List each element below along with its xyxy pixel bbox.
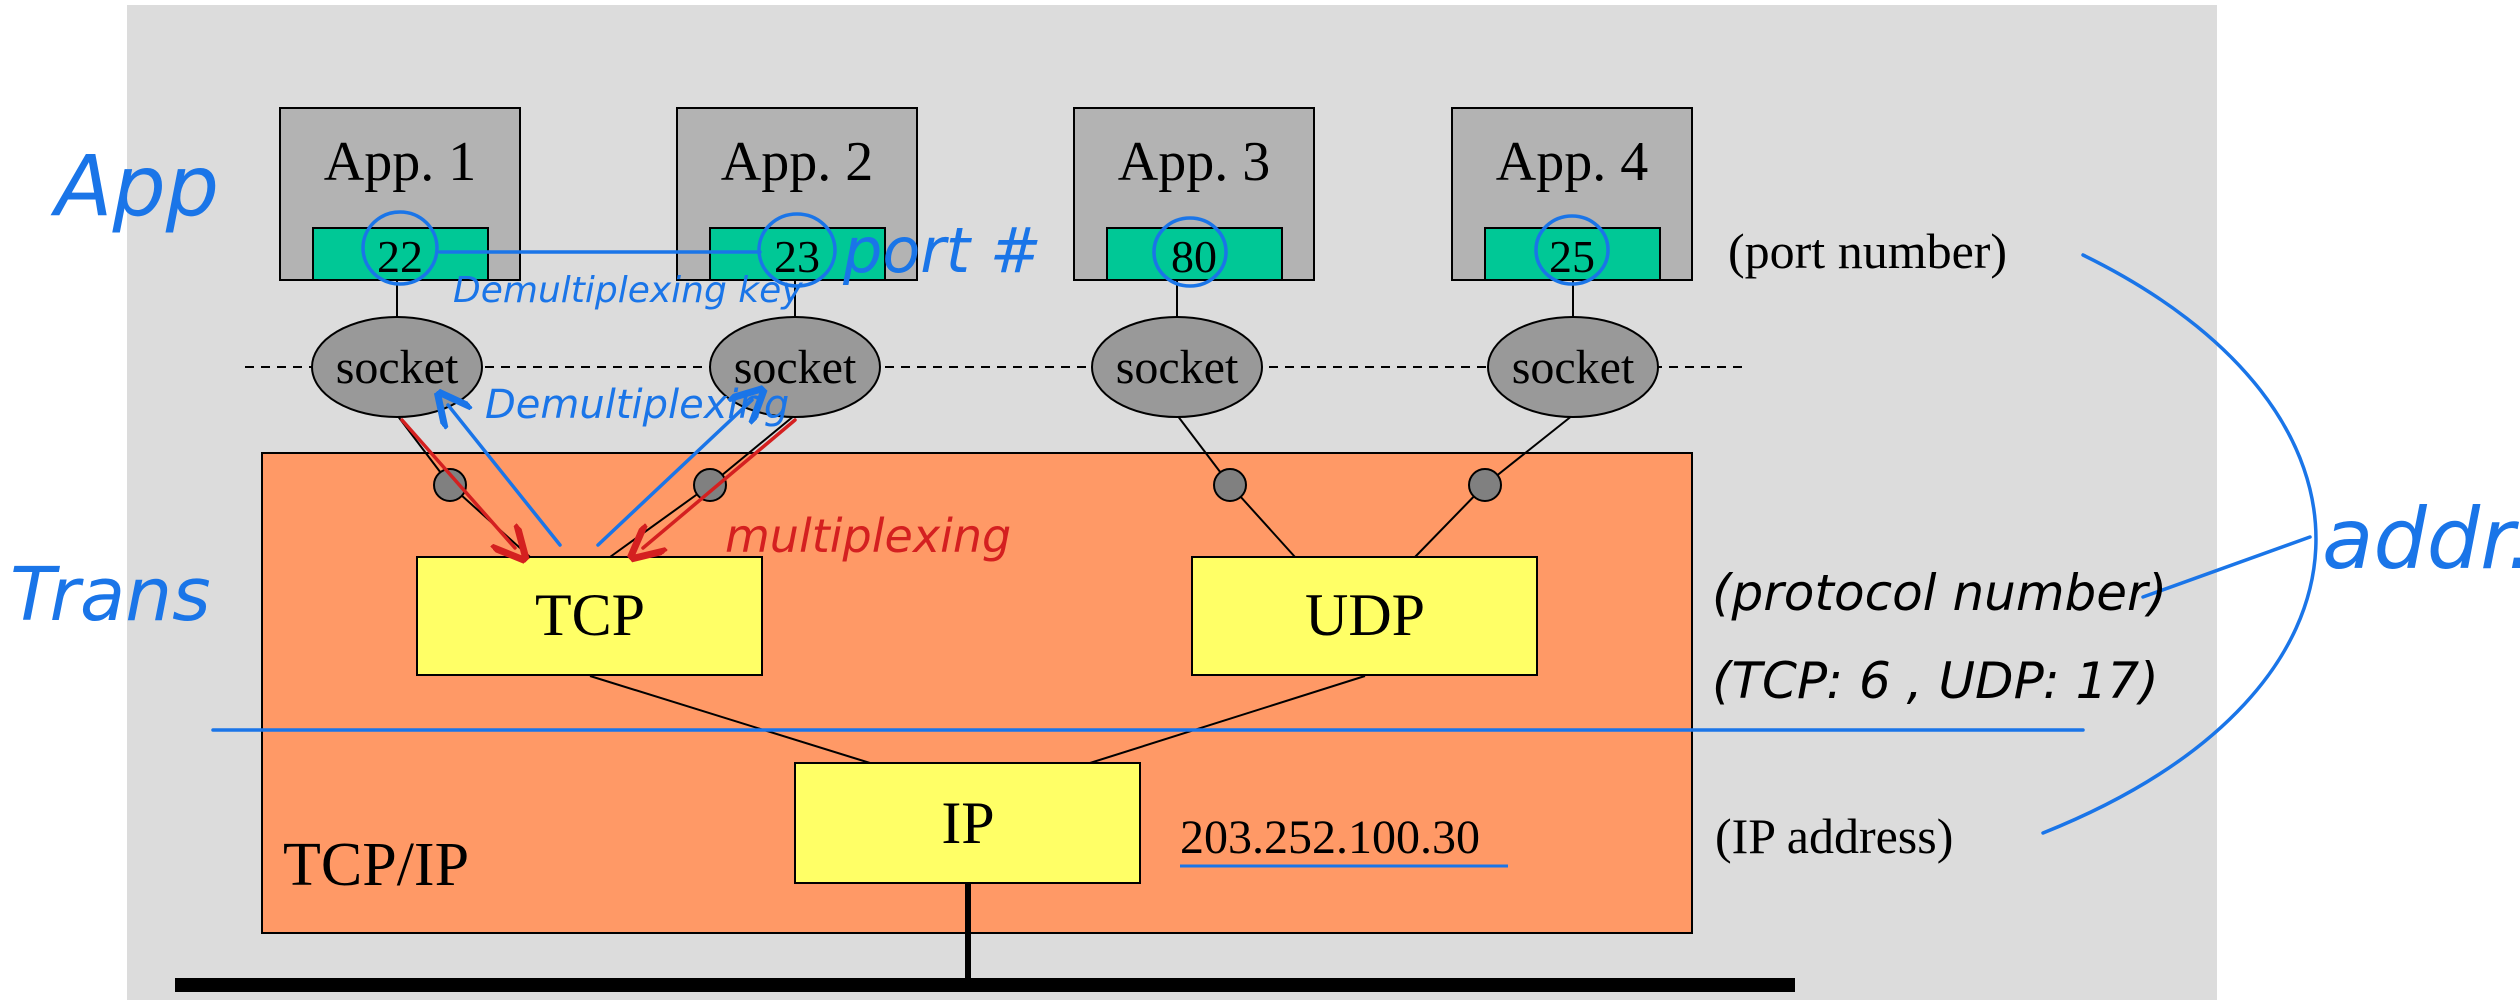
port-box-2 [709, 227, 886, 281]
port-number-1: 22 [377, 231, 423, 282]
ip-address-label: (IP address) [1715, 808, 1953, 864]
hand-app-label: App [50, 137, 219, 235]
hand-demux-key: Demultiplexing key [453, 270, 803, 311]
mux-arrow-right [643, 418, 797, 548]
attach-dot-3 [1213, 468, 1247, 502]
udp-box: UDP [1191, 556, 1538, 676]
app-box-3: App. 3 80 [1073, 107, 1315, 282]
tcp-box: TCP [416, 556, 763, 676]
port-number-3: 80 [1171, 231, 1217, 282]
socket-label-3: socket [1116, 341, 1239, 394]
attach-dot-1 [433, 468, 467, 502]
addr-brace-curve [2041, 253, 2318, 835]
port-number-label: (port number) [1728, 223, 2007, 279]
handwritten-annotations [211, 210, 2318, 835]
port-box-3 [1106, 227, 1283, 281]
ip-label: IP [941, 790, 994, 856]
port-box-1 [312, 227, 489, 281]
port-circle-4 [1534, 214, 1610, 286]
demux-arrow-left [448, 405, 562, 547]
ip-box: IP [794, 762, 1141, 884]
red-annotations [400, 418, 797, 548]
hand-demux: Demultiplexing [485, 382, 789, 428]
hand-protocol-label: (protocol number) [1712, 564, 2167, 622]
socket-3: socket [1091, 316, 1263, 418]
addr-pointer-line [2141, 535, 2312, 599]
demux-arrow-right [596, 400, 752, 547]
attach-dot-2 [693, 468, 727, 502]
ip-address: 203.252.100.30 [1180, 811, 1480, 864]
socket-label-1: socket [336, 341, 459, 394]
port-circle-2 [757, 212, 837, 288]
app-label-4: App. 4 [1496, 131, 1648, 193]
port-circle-1 [361, 210, 439, 286]
stack-label: TCP/IP [283, 831, 469, 899]
port-circle-3 [1152, 216, 1228, 288]
attach-dot-4 [1468, 468, 1502, 502]
tcp-label: TCP [535, 582, 645, 648]
socket-label-4: socket [1512, 341, 1635, 394]
socket-4: socket [1487, 316, 1659, 418]
app-box-2: App. 2 23 [676, 107, 918, 282]
port-number-4: 25 [1549, 231, 1595, 282]
hand-mux: multiplexing [725, 509, 1011, 563]
app-box-4: App. 4 25 [1451, 107, 1693, 282]
app-label-3: App. 3 [1118, 131, 1270, 193]
hand-port-hash: port # [842, 214, 1042, 287]
mux-arrow-left [400, 418, 515, 548]
hand-protocol-values: (TCP: 6 , UDP: 17) [1712, 652, 2159, 710]
app-label-2: App. 2 [721, 131, 873, 193]
socket-1: socket [311, 316, 483, 418]
hand-addr-label: addr. [2322, 490, 2520, 588]
port-number-2: 23 [774, 231, 820, 282]
app-label-1: App. 1 [324, 131, 476, 193]
hand-trans-label: Trans [10, 552, 211, 638]
app-box-1: App. 1 22 [279, 107, 521, 282]
port-box-4 [1484, 227, 1661, 281]
udp-label: UDP [1305, 582, 1425, 648]
